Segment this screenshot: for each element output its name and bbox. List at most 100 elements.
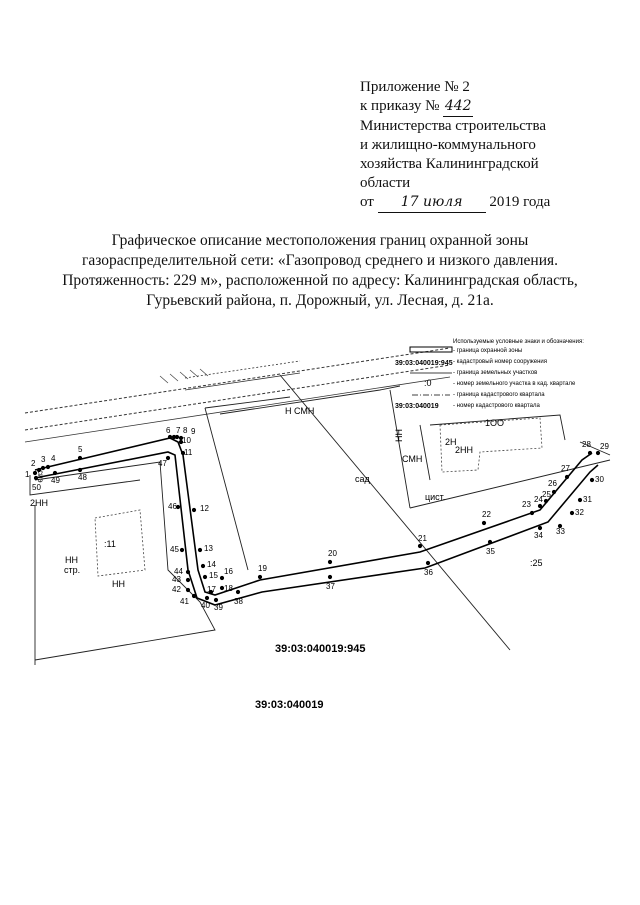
annotation-cist: цист. [425, 492, 445, 502]
legend-sample-number: :0 [424, 378, 432, 388]
annotation-sie: сиэ [36, 470, 45, 483]
boundary-point-number: 36 [424, 568, 433, 577]
boundary-point-number: 13 [204, 544, 213, 553]
boundary-point-number: 6 [166, 426, 171, 435]
boundary-point-number: 11 [184, 448, 193, 457]
title-line-4: Гурьевский района, п. Дорожный, ул. Лесн… [146, 292, 494, 309]
boundary-point-number: 29 [600, 442, 609, 451]
appendix-header: Приложение № 2 к приказу № 442 Министерс… [360, 78, 620, 213]
boundary-point-marker [569, 510, 575, 516]
boundary-point-number: 44 [174, 567, 183, 576]
document-title: Графическое описание местоположения гран… [40, 231, 600, 311]
boundary-point-marker [200, 563, 206, 569]
boundary-point-marker [77, 467, 83, 473]
boundary-point-marker [33, 475, 39, 481]
annotation-nn-3: НН [394, 429, 404, 442]
boundary-point-marker [537, 503, 543, 509]
legend-item-5: - граница кадастрового квартала [453, 392, 545, 398]
appendix-line-5: хозяйства Калининградской [360, 156, 539, 172]
boundary-point-marker [40, 465, 46, 471]
annotation-sad: сад [355, 474, 371, 484]
boundary-point-marker [32, 470, 38, 476]
date-prefix: от [360, 194, 374, 210]
boundary-point-number: 34 [534, 531, 543, 540]
boundary-point-marker [219, 575, 225, 581]
boundary-point-marker [564, 474, 570, 480]
appendix-line-6: области [360, 175, 411, 191]
boundary-point-number: 40 [201, 601, 210, 610]
boundary-point-number: 5 [78, 445, 83, 454]
boundary-point-marker [185, 569, 191, 575]
boundary-point-marker [204, 595, 210, 601]
title-line-2: газораспределительной сети: «Газопровод … [82, 252, 558, 269]
parcel-boundaries [29, 385, 611, 665]
boundary-point-marker [543, 498, 549, 504]
boundary-point-number: 31 [583, 495, 592, 504]
boundary-point-number: 1 [25, 470, 30, 479]
boundary-point-number: 3 [41, 455, 46, 464]
boundary-point-number: 47 [158, 459, 167, 468]
building-outlines [94, 417, 543, 577]
boundary-point-number: 7 [176, 426, 181, 435]
annotation-str: стр. [64, 565, 80, 575]
legend-item-4: - номер земельного участка в кад. кварта… [453, 381, 576, 387]
appendix-line-4: и жилищно-коммунального [360, 137, 536, 153]
appendix-line-2: к приказу № 442 [360, 97, 620, 117]
annotation-smn: СМН [402, 454, 422, 464]
boundary-point-number: 37 [326, 582, 335, 591]
boundary-point-marker [52, 470, 58, 476]
boundary-point-marker [174, 434, 180, 440]
boundary-point-marker [481, 520, 487, 526]
boundary-point-marker [191, 507, 197, 513]
annotation-2n: 2Н [445, 437, 457, 447]
annotation-nn-2: НН [112, 579, 125, 589]
boundary-point-number: 15 [209, 571, 218, 580]
boundary-point-number: 9 [191, 427, 196, 436]
boundary-point-marker [551, 489, 557, 495]
boundary-point-number: 49 [51, 476, 60, 485]
boundary-point-marker [557, 523, 563, 529]
boundary-point-number: 25 [542, 490, 551, 499]
boundary-point-number: 8 [183, 426, 188, 435]
boundary-point-number: 45 [170, 545, 179, 554]
date-suffix: 2019 года [489, 194, 551, 210]
annotation-nn-1: НН [65, 555, 78, 565]
boundary-point-marker [171, 434, 177, 440]
parcel-label-11: :11 [104, 539, 116, 549]
road-hatching [159, 368, 209, 384]
boundary-point-marker [36, 467, 42, 473]
boundary-point-number: 33 [556, 527, 565, 536]
boundary-point-number: 35 [486, 547, 495, 556]
annotation-n-smn: Н СМН [285, 406, 314, 416]
order-number-handwritten: 442 [443, 97, 474, 117]
boundary-point-marker [327, 559, 333, 565]
boundary-point-marker [213, 597, 219, 603]
boundary-point-number: 18 [224, 584, 233, 593]
boundary-point-marker [589, 477, 595, 483]
legend-item-6: - номер кадастрового квартала [453, 403, 540, 409]
annotation-2nn-1: 2НН [30, 498, 48, 508]
legend-sample-zone [409, 346, 453, 353]
date-handwritten: 17 июля [377, 193, 486, 213]
boundary-point-number: 26 [548, 479, 557, 488]
boundary-point-marker [208, 589, 214, 595]
boundary-point-number: 50 [32, 483, 41, 492]
legend: Используемые условные знаки и обозначени… [395, 339, 584, 410]
boundary-point-number: 2 [31, 459, 36, 468]
title-line-1: Графическое описание местоположения гран… [111, 232, 529, 249]
boundary-point-number: 19 [258, 564, 267, 573]
boundary-point-marker [577, 497, 583, 503]
boundary-point-number: 4 [51, 454, 56, 463]
boundary-point-number: 38 [234, 597, 243, 606]
appendix-line-3: Министерства строительства [360, 118, 547, 134]
boundary-point-marker [178, 435, 184, 441]
boundary-point-marker [180, 450, 186, 456]
boundary-point-number: 20 [328, 549, 337, 558]
boundary-point-number: 39 [214, 603, 223, 612]
title-line-3: Протяженность: 229 м», расположенной по … [62, 272, 578, 289]
boundary-point-number: 10 [182, 436, 191, 445]
boundary-point-marker [167, 434, 173, 440]
legend-sample-quarter-number: 39:03:040019 [395, 403, 439, 410]
boundary-point-marker [185, 577, 191, 583]
